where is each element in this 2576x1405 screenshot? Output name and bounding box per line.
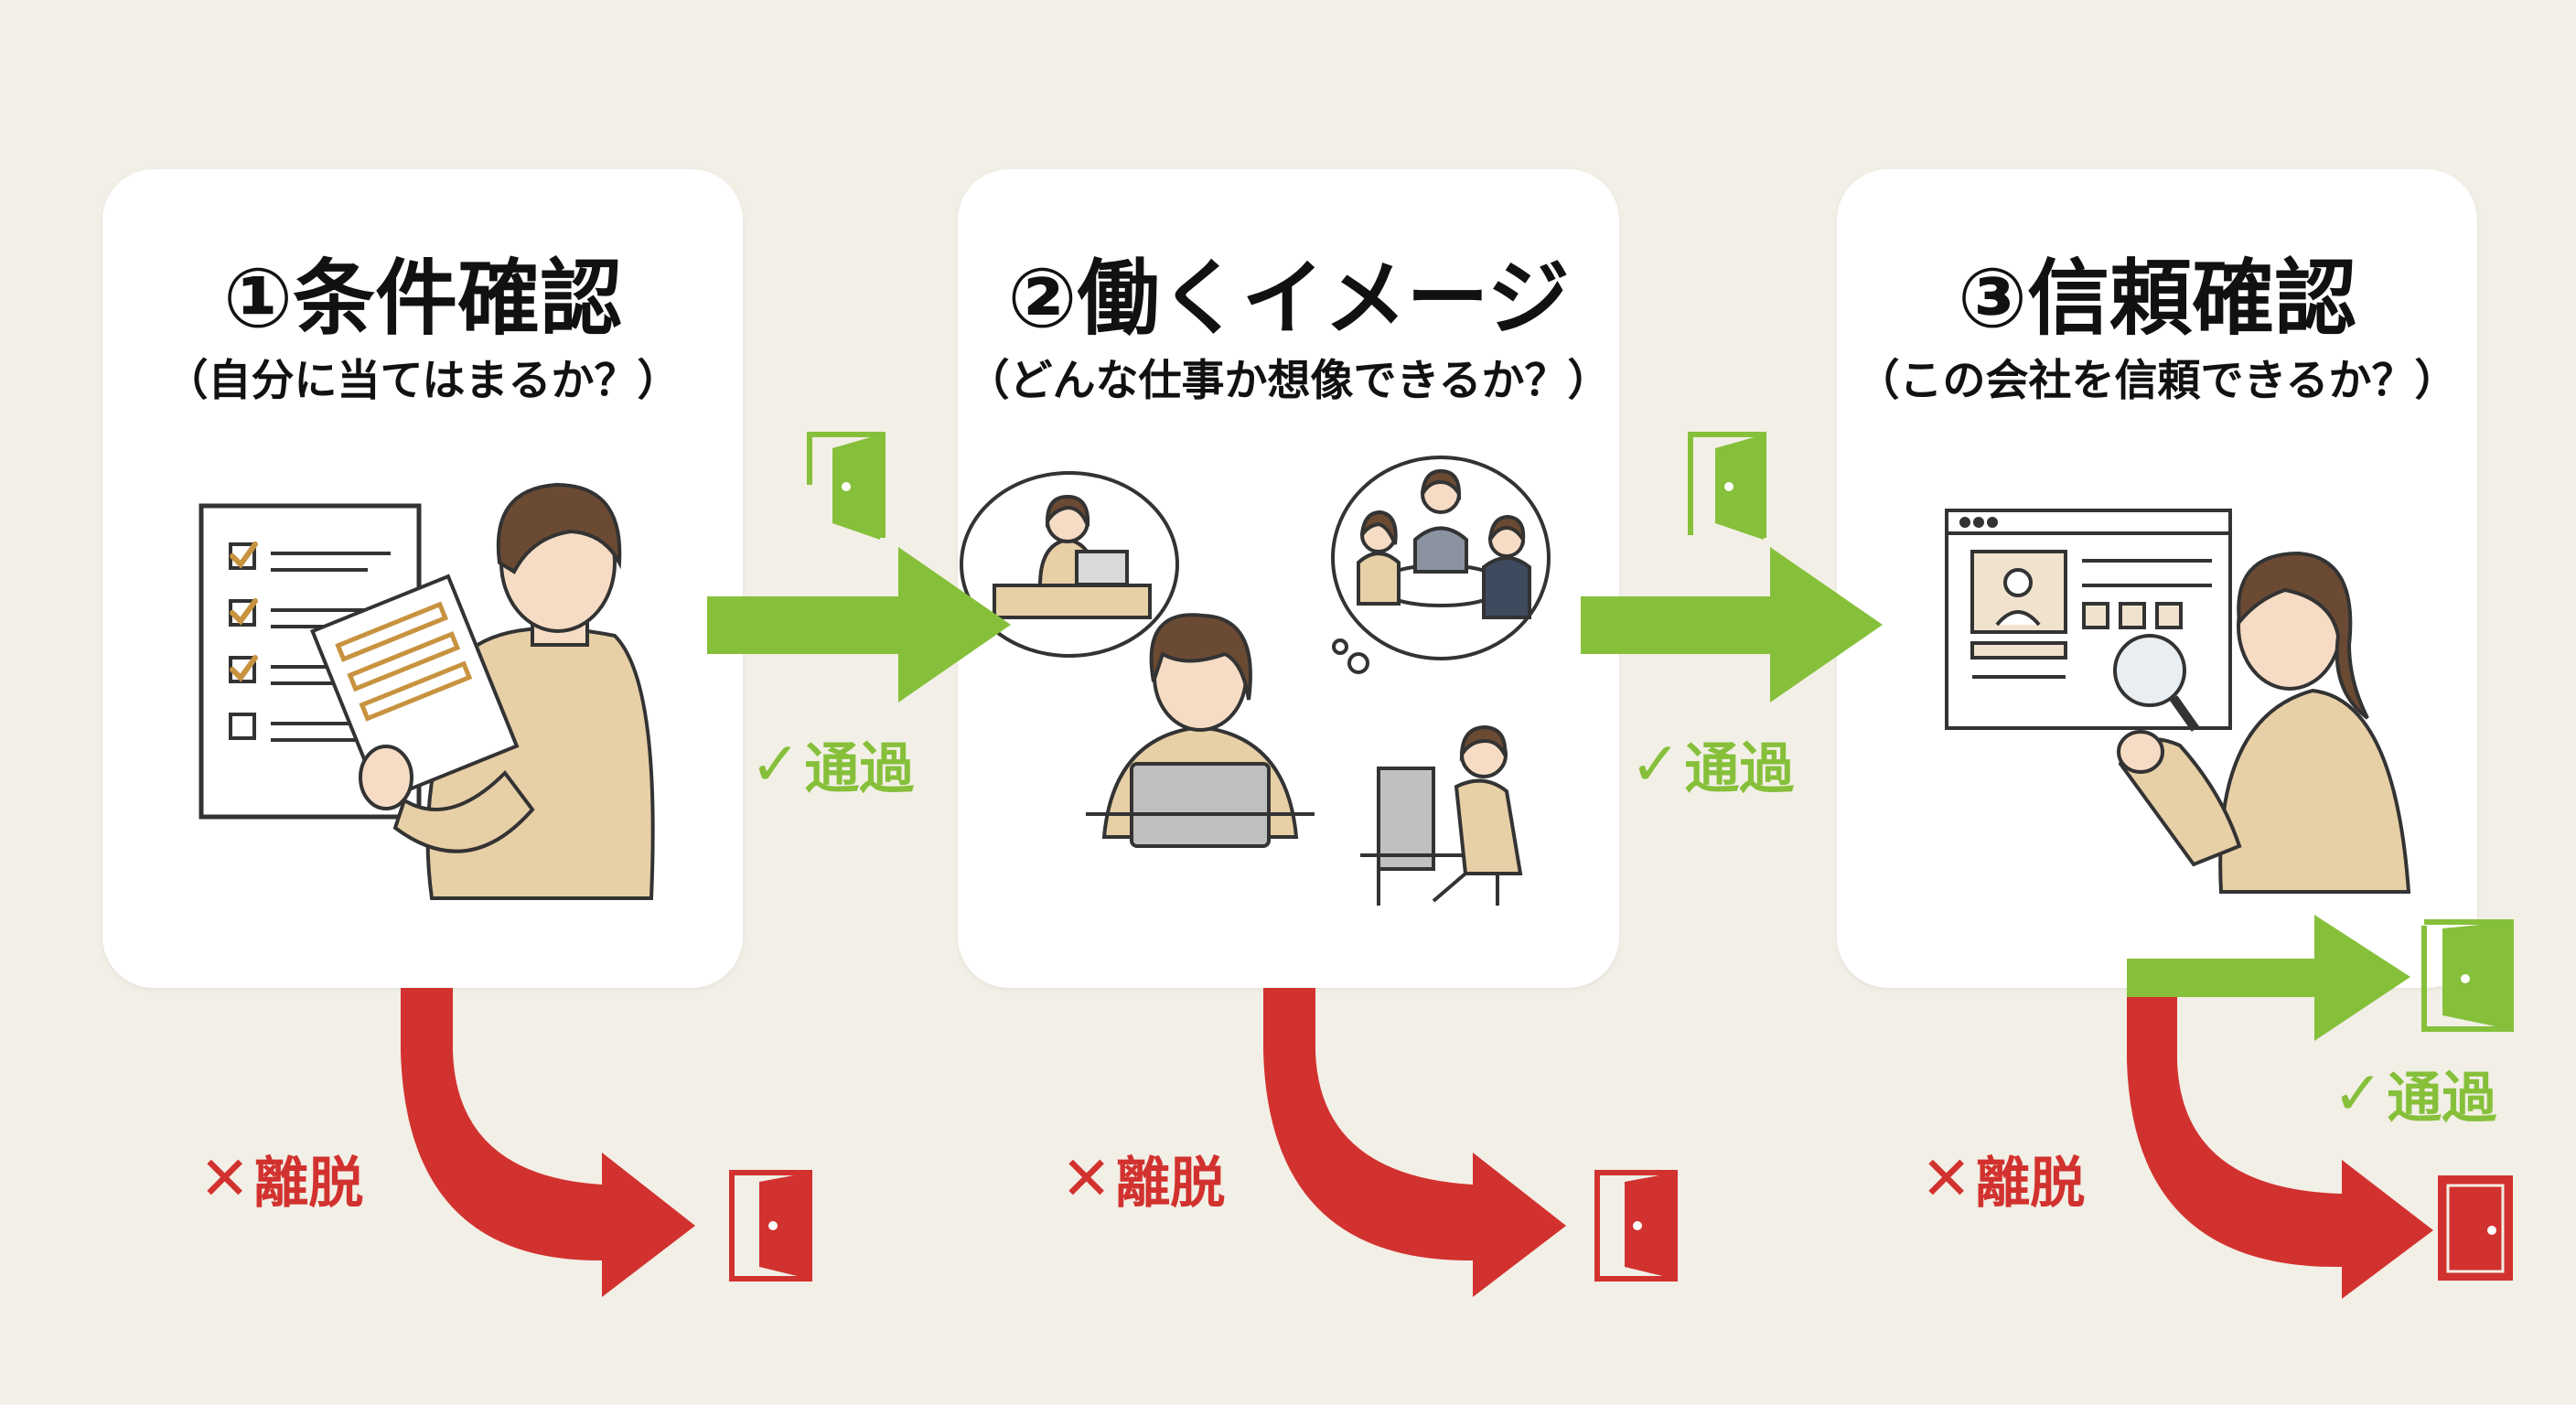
pass-label-2: ✓ 通過 bbox=[1630, 724, 1794, 804]
drop-arrow-1 bbox=[401, 988, 695, 1297]
drop-arrow-2 bbox=[1263, 988, 1566, 1297]
exit-door-icon bbox=[1594, 1170, 1678, 1282]
step-card-3: ③信頼確認 （この会社を信頼できるか？） bbox=[1837, 169, 2477, 988]
step-1-title: ①条件確認 bbox=[222, 251, 623, 347]
drop-label-2: ✕ 離脱 bbox=[1061, 1139, 1225, 1218]
drop-text: 離脱 bbox=[1115, 1152, 1226, 1216]
check-icon: ✓ bbox=[2333, 1058, 2384, 1129]
cross-icon: ✕ bbox=[1061, 1143, 1112, 1214]
drop-text: 離脱 bbox=[253, 1152, 364, 1216]
pass-label-1: ✓ 通過 bbox=[750, 724, 914, 804]
step-card-2: ②働くイメージ （どんな仕事か想像できるか？） bbox=[958, 169, 1619, 988]
step-2-subtitle: （どんな仕事か想像できるか？） bbox=[966, 356, 1611, 406]
pass-text: 通過 bbox=[1684, 737, 1795, 801]
exit-door-icon bbox=[729, 1170, 812, 1282]
exit-door-icon bbox=[2438, 1175, 2513, 1281]
pass-text: 通過 bbox=[2387, 1067, 2497, 1131]
step-card-1: ①条件確認 （自分に当てはまるか？） bbox=[102, 169, 743, 988]
drop-text: 離脱 bbox=[1975, 1152, 2086, 1216]
cross-icon: ✕ bbox=[199, 1143, 251, 1214]
step-3-title: ③信頼確認 bbox=[1957, 251, 2357, 347]
office-worker-icon bbox=[1360, 724, 1523, 906]
person-reading-icon bbox=[309, 482, 655, 900]
step-1-subtitle: （自分に当てはまるか？） bbox=[165, 356, 681, 406]
pass-label-3: ✓ 通過 bbox=[2333, 1054, 2496, 1133]
work-image-illustration bbox=[960, 456, 1551, 906]
cross-icon: ✕ bbox=[1921, 1143, 1972, 1214]
step-2-title: ②働くイメージ bbox=[1007, 251, 1570, 347]
drop-label-1: ✕ 離脱 bbox=[199, 1139, 363, 1218]
woman-laptop-icon bbox=[1086, 613, 1315, 848]
exit-door-icon bbox=[807, 432, 886, 540]
check-icon: ✓ bbox=[1630, 729, 1681, 799]
trust-check-illustration bbox=[1945, 509, 2411, 894]
check-icon: ✓ bbox=[750, 729, 801, 799]
checklist-illustration bbox=[199, 482, 655, 900]
pass-text: 通過 bbox=[804, 737, 915, 801]
drop-label-3: ✕ 離脱 bbox=[1921, 1139, 2085, 1218]
meeting-bubble-icon bbox=[1331, 456, 1551, 660]
thought-bubble-desk-icon bbox=[960, 471, 1179, 658]
step-3-subtitle: （この会社を信頼できるか？） bbox=[1856, 356, 2458, 406]
woman-magnifier-icon bbox=[2113, 551, 2411, 894]
drop-arrow-3 bbox=[2127, 997, 2433, 1299]
website-window-icon bbox=[1945, 509, 2232, 730]
exit-door-icon bbox=[1688, 432, 1766, 540]
